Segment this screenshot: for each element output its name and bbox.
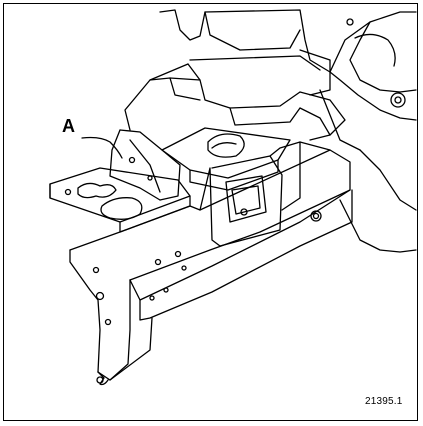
callout-leader-line bbox=[81, 136, 123, 159]
center-housing bbox=[199, 141, 331, 247]
side-plate bbox=[49, 167, 191, 233]
upper-mount-plate bbox=[161, 127, 291, 191]
figure-reference: 21395.1 bbox=[365, 396, 403, 407]
body-structure bbox=[159, 9, 417, 253]
side-member-rail bbox=[69, 149, 353, 386]
gusset-bracket bbox=[109, 129, 181, 201]
callout-label: A bbox=[62, 116, 75, 136]
figure-frame bbox=[3, 3, 418, 421]
engine-mount-bracket bbox=[124, 63, 346, 141]
rail-holes bbox=[92, 208, 322, 326]
